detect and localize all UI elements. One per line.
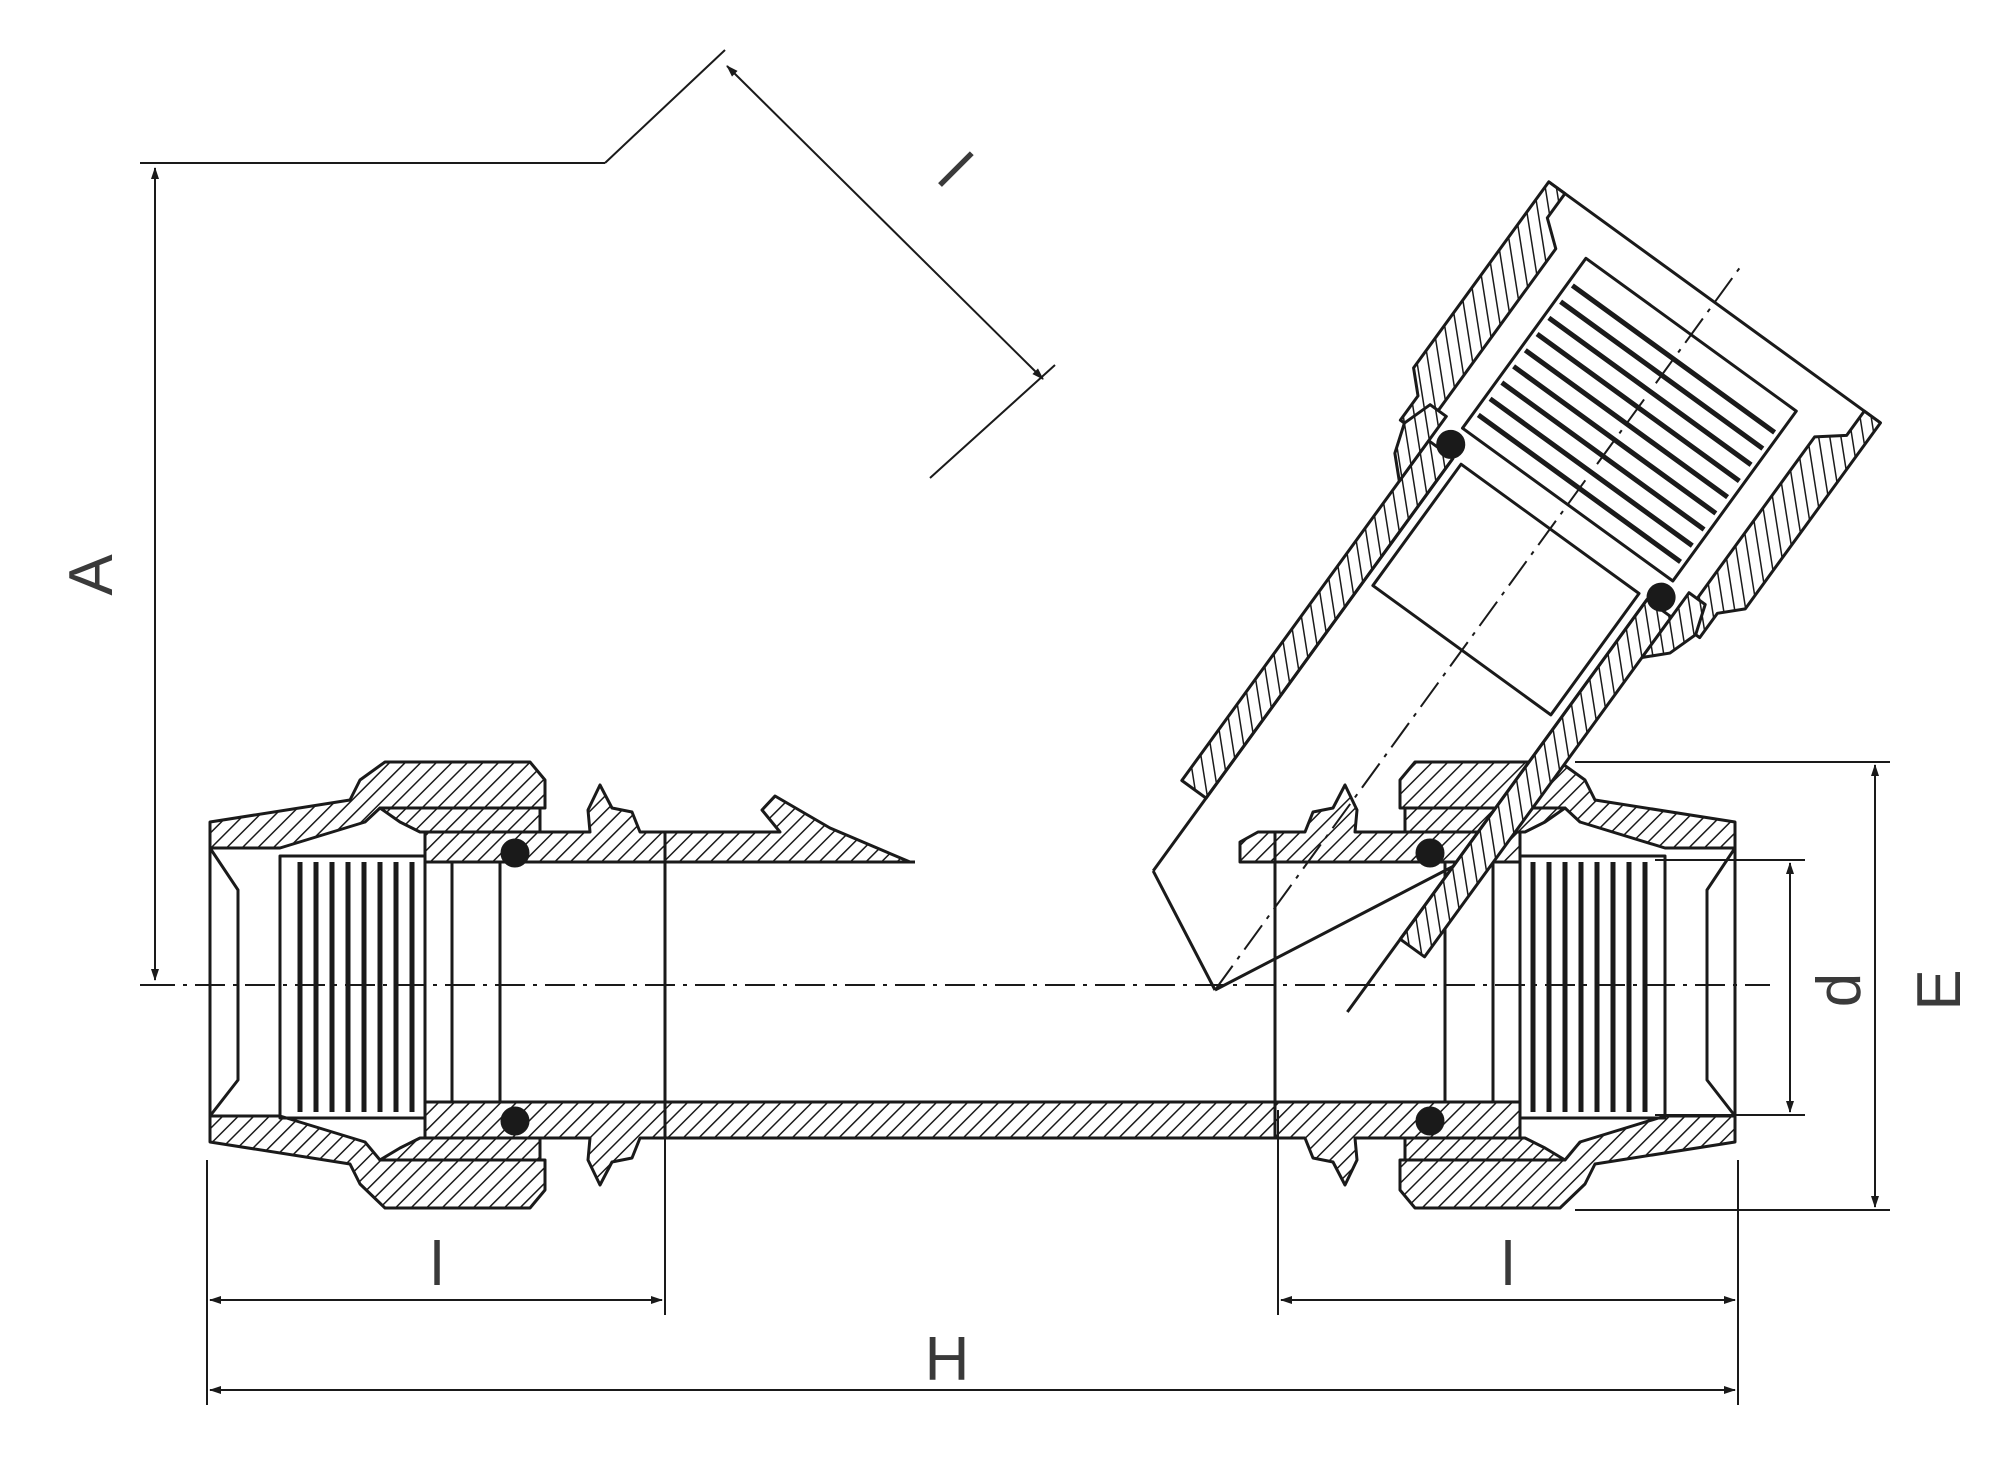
left-o-ring-top: [500, 838, 530, 868]
label-l-angled: l: [925, 141, 984, 200]
left-body-collar-bottom: [423, 1100, 667, 1187]
left-body-collar-top: [423, 783, 667, 864]
label-l-left: l: [430, 1230, 444, 1299]
label-l-right: l: [1501, 1230, 1515, 1299]
pipe-top-wall: [663, 794, 912, 864]
left-coupling: [208, 760, 667, 1210]
left-grip-ring-outline: [278, 854, 427, 1120]
branch-cap-nut-upper: [1398, 180, 1567, 437]
label-A: A: [57, 554, 126, 596]
right-body-collar-top: [1273, 783, 1522, 864]
right-grip-teeth: [1530, 862, 1648, 1112]
strainer-branch: [1151, 180, 1882, 1013]
dimensions: [140, 49, 1890, 1405]
pipe-bottom-wall: [663, 1100, 1277, 1140]
left-split-ring-top: [378, 806, 542, 834]
branch-collar-upper: [1393, 403, 1448, 483]
left-cap-nut-top: [208, 760, 547, 850]
label-H: H: [925, 1325, 970, 1394]
left-cap-nut-bottom: [208, 1114, 547, 1210]
branch-o-ring-lower: [1646, 582, 1676, 612]
right-cap-nut-top: [1398, 760, 1737, 850]
right-o-ring-bottom: [1415, 1106, 1445, 1136]
right-o-ring-top: [1415, 838, 1445, 868]
label-d: d: [1805, 973, 1874, 1007]
left-o-ring-bottom: [500, 1106, 530, 1136]
main-body: [663, 794, 1282, 1140]
dim-l-angled-line: [726, 65, 1044, 380]
right-coupling: [1273, 760, 1737, 1210]
branch-centerline: [1214, 261, 1745, 991]
label-E: E: [1905, 969, 1974, 1010]
branch-collar-lower: [1640, 591, 1707, 659]
left-grip-teeth: [297, 862, 415, 1112]
right-body-collar-bottom: [1273, 1100, 1522, 1187]
right-grip-ring-outline: [1518, 854, 1667, 1120]
left-split-ring-bottom: [378, 1136, 542, 1162]
right-split-ring-bottom: [1403, 1136, 1567, 1162]
branch-o-ring-upper: [1436, 429, 1466, 459]
branch-wall-upper: [1180, 439, 1455, 800]
